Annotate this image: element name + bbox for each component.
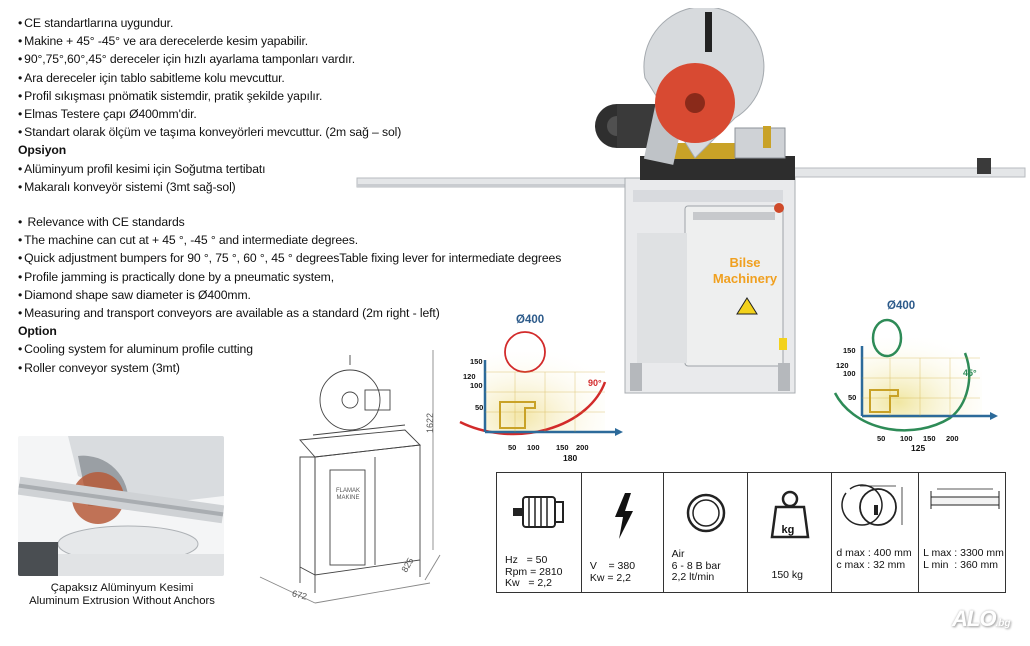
air-hose-icon [686, 493, 725, 533]
diagram-45-x-extra: 125 [911, 443, 926, 453]
feature-tr-5: Profil sıkışması pnömatik sistemdir, pra… [18, 87, 578, 105]
spec-weight-cell: kg 150 kg [748, 473, 833, 592]
caption-tr: Çapaksız Alüminyum Kesimi [50, 582, 194, 594]
feature-tr-2: Makine + 45° -45° ve ara derecelerde kes… [18, 32, 578, 50]
diagram-45-y-tick-2: 120 [836, 361, 849, 370]
blade-icon [841, 484, 903, 526]
alo-logo-suffix: .bg [995, 618, 1011, 629]
option-tr-1: Alüminyum profil kesimi için Soğutma ter… [18, 160, 578, 178]
options-heading-tr: Opsiyon [18, 143, 67, 158]
cutting-closeup-photo [18, 436, 224, 576]
motor-icon [513, 496, 564, 528]
cutting-diagram-90 [459, 331, 623, 436]
spec-blade-cell: d max : 400 mm c max : 32 mm [832, 473, 920, 592]
machine-brand-label: Bilse Machinery [700, 255, 790, 287]
spec-length-text: L max : 3300 mm L min : 360 mm [923, 547, 1004, 571]
diagram-90-y-tick-3: 100 [470, 381, 483, 390]
feature-tr-7: Standart olarak ölçüm ve taşıma konveyör… [18, 123, 578, 141]
feature-en-4: Profile jamming is practically done by a… [18, 268, 578, 286]
diagram-90-x-tick-3: 150 [556, 443, 569, 452]
feature-en-6: Measuring and transport conveyors are av… [18, 304, 578, 322]
feature-en-1: Relevance with CE standards [18, 213, 578, 231]
caption-en: Aluminum Extrusion Without Anchors [29, 595, 215, 607]
weight-icon [770, 490, 809, 539]
diagram-90-x-tick-2: 100 [527, 443, 540, 452]
cutting-diagram-45 [833, 318, 998, 432]
option-en-1: Cooling system for aluminum profile cutt… [18, 340, 578, 358]
spec-power-cell: V = 380 Kw = 2,2 [582, 473, 664, 592]
weight-icon-label: kg [781, 524, 795, 536]
diagram-45-x-tick-1: 50 [877, 434, 886, 443]
feature-tr-6: Elmas Testere çapı Ø400mm'dir. [18, 105, 578, 123]
length-icon [930, 488, 1000, 509]
diagram-45-x-tick-4: 200 [946, 434, 959, 443]
option-tr-2: Makaralı konveyör sistemi (3mt sağ-sol) [18, 178, 578, 196]
diagram-45-angle: 45° [963, 368, 977, 378]
diagram-90-diameter: Ø400 [516, 314, 545, 326]
diagram-45-x-tick-2: 100 [900, 434, 913, 443]
spec-table: Hz = 50 Rpm = 2810 Kw = 2,2 V = 380 Kw =… [496, 472, 1006, 593]
spec-air-cell: Air 6 - 8 B bar 2,2 lt/min [664, 473, 748, 592]
machine-brand-line2: Machinery [712, 271, 778, 286]
lightning-icon [614, 493, 633, 539]
feature-text-column: CE standartlarına uygundur.Makine + 45° … [18, 14, 578, 377]
machine-photo [356, 8, 1026, 394]
diagram-45-y-tick-1: 150 [843, 346, 856, 355]
feature-tr-1: CE standartlarına uygundur. [18, 14, 578, 32]
diagram-90-x-extra: 180 [563, 453, 578, 463]
diagram-45-x-tick-3: 150 [923, 434, 936, 443]
spec-air-text: Air 6 - 8 B bar 2,2 lt/min [671, 548, 721, 583]
feature-en-5: Diamond shape saw diameter is Ø400mm. [18, 286, 578, 304]
diagram-90-y-tick-4: 50 [475, 403, 484, 412]
diagram-90-x-tick-1: 50 [508, 443, 517, 452]
feature-tr-3: 90°,75°,60°,45° dereceler için hızlı aya… [18, 50, 578, 68]
feature-en-3: Quick adjustment bumpers for 90 °, 75 °,… [18, 249, 578, 267]
spec-length-cell: L max : 3300 mm L min : 360 mm [919, 473, 1005, 592]
technical-drawing [259, 350, 441, 604]
diagram-45-y-tick-3: 100 [843, 369, 856, 378]
feature-tr-4: Ara dereceler için tablo sabitleme kolu … [18, 69, 578, 87]
dimension-height: 1622 [425, 412, 436, 434]
alo-watermark-logo: ALO.bg [952, 606, 1010, 632]
machine-brand-line1: Bilse [729, 255, 761, 270]
diagram-90-angle: 90° [588, 378, 602, 388]
spec-motor-cell: Hz = 50 Rpm = 2810 Kw = 2,2 [497, 473, 582, 592]
options-heading-en: Option [18, 324, 57, 339]
option-en-2: Roller conveyor system (3mt) [18, 359, 578, 377]
feature-en-2: The machine can cut at + 45 °, -45 ° and… [18, 231, 578, 249]
spec-blade-text: d max : 400 mm c max : 32 mm [836, 547, 912, 571]
drawing-brand-label: FLAMAK MAKINE [335, 488, 360, 501]
alo-logo-main: ALO [952, 606, 996, 631]
diagram-45-diameter: Ø400 [887, 300, 916, 312]
diagram-90-y-tick-1: 150 [470, 357, 483, 366]
diagram-45-y-tick-4: 50 [848, 393, 857, 402]
spec-motor-text: Hz = 50 Rpm = 2810 Kw = 2,2 [505, 554, 563, 589]
spec-weight-text: 150 kg [771, 569, 804, 581]
diagram-90-x-tick-4: 200 [576, 443, 589, 452]
diagram-90-y-tick-2: 120 [463, 372, 476, 381]
spec-power-text: V = 380 Kw = 2,2 [589, 560, 636, 584]
